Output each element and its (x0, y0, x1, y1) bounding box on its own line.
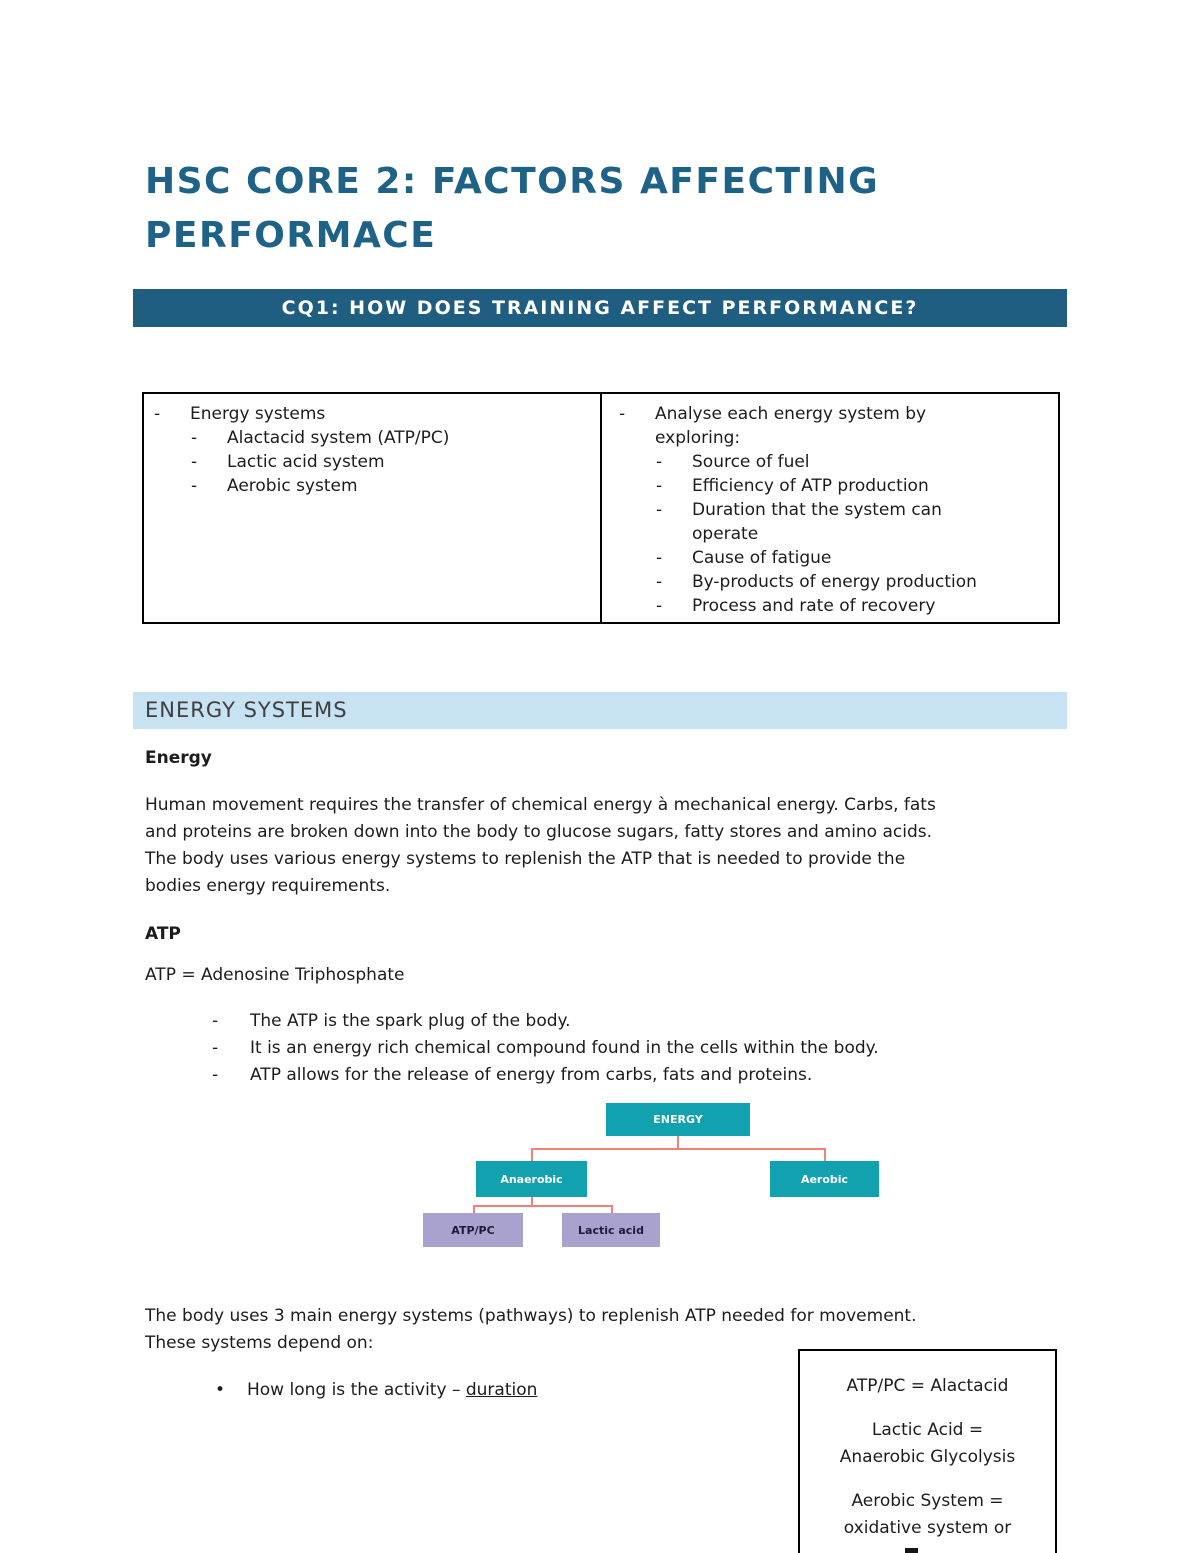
table-cell-left: Energy systems Alactacid system (ATP/PC)… (144, 394, 600, 622)
paragraph-line: These systems depend on: (145, 1333, 374, 1353)
diagram-node-lactic-acid: Lactic acid (562, 1213, 660, 1247)
list-item: Duration that the system can operate (656, 498, 1048, 546)
list-item-label: Duration that the system can operate (692, 500, 942, 544)
list-item: Efficiency of ATP production (656, 474, 1048, 498)
list-item: The ATP is the spark plug of the body. (212, 1008, 879, 1035)
bullet-marker (215, 1377, 247, 1404)
overview-table: Energy systems Alactacid system (ATP/PC)… (142, 392, 1060, 624)
list-item: Lactic acid system (191, 450, 590, 474)
table-cell-right: Analyse each energy system by exploring:… (600, 394, 1058, 622)
atp-definition: ATP = Adenosine Triphosphate (145, 965, 405, 985)
dash-marker (212, 1008, 250, 1035)
paragraph-line: and proteins are broken down into the bo… (145, 822, 933, 842)
atp-bullet-list: The ATP is the spark plug of the body. I… (212, 1008, 879, 1089)
diagram-connector (611, 1205, 613, 1213)
diagram-connector (824, 1148, 826, 1161)
paragraph-line: bodies energy requirements. (145, 876, 391, 896)
definition-line: Aerobic System = (851, 1491, 1004, 1511)
list-item-label: Lactic acid system (227, 452, 385, 472)
diagram-connector (531, 1197, 533, 1205)
list-item-label: Process and rate of recovery (692, 596, 936, 616)
definition-line: oxidative system or (843, 1518, 1012, 1538)
dash-marker (212, 1035, 250, 1062)
list-item-label: It is an energy rich chemical compound f… (250, 1038, 879, 1058)
page-title: HSC CORE 2: FACTORS AFFECTING PERFORMACE (145, 161, 880, 256)
cq1-banner: CQ1: HOW DOES TRAINING AFFECT PERFORMANC… (133, 289, 1067, 327)
definition-line: ATP/PC = Alactacid (846, 1376, 1009, 1396)
paragraph-energy: Human movement requires the transfer of … (145, 792, 1075, 900)
list-item-label: Source of fuel (692, 452, 810, 472)
diagram-node-energy: ENERGY (606, 1103, 750, 1136)
dash-marker (656, 498, 692, 546)
paragraph-line: The body uses various energy systems to … (145, 849, 906, 869)
bullet-label: How long is the activity – duration (247, 1380, 538, 1400)
list-item: Energy systems (154, 402, 590, 426)
heading-atp: ATP (145, 924, 181, 944)
paragraph-line: The body uses 3 main energy systems (pat… (145, 1306, 917, 1326)
definition-line: Anaerobic Glycolysis (839, 1447, 1016, 1467)
dash-marker (656, 450, 692, 474)
diagram-node-aerobic: Aerobic (770, 1161, 879, 1197)
list-item: By-products of energy production (656, 570, 1048, 594)
dash-marker (154, 402, 190, 426)
list-item-label: Aerobic system (227, 476, 358, 496)
list-item: Process and rate of recovery (656, 594, 1048, 618)
paragraph-pathways: The body uses 3 main energy systems (pat… (145, 1303, 1015, 1357)
list-item-label: Cause of fatigue (692, 548, 832, 568)
list-item: ATP allows for the release of energy fro… (212, 1062, 879, 1089)
diagram-connector (677, 1136, 679, 1148)
list-item: Alactacid system (ATP/PC) (191, 426, 590, 450)
list-item-label: Efficiency of ATP production (692, 476, 929, 496)
dash-marker (656, 570, 692, 594)
list-item-label: Analyse each energy system by exploring: (655, 404, 927, 448)
energy-diagram: ENERGY Anaerobic Aerobic ATP/PC Lactic a… (133, 1095, 1067, 1270)
list-item-label: ATP allows for the release of energy fro… (250, 1065, 813, 1085)
diagram-node-atp-pc: ATP/PC (423, 1213, 523, 1247)
list-item: Aerobic system (191, 474, 590, 498)
underlined-term: duration (465, 1380, 538, 1400)
list-item-label: Alactacid system (ATP/PC) (227, 428, 450, 448)
paragraph-line: Human movement requires the transfer of … (145, 795, 936, 815)
list-item-label: By-products of energy production (692, 572, 977, 592)
bullet-duration: How long is the activity – duration (215, 1377, 537, 1404)
heading-energy: Energy (145, 748, 212, 768)
definitions-box: ATP/PC = Alactacid Lactic Acid = Anaerob… (798, 1349, 1057, 1553)
list-item-label: The ATP is the spark plug of the body. (250, 1011, 571, 1031)
dash-marker (212, 1062, 250, 1089)
list-item-label: Energy systems (190, 404, 326, 424)
diagram-connector (531, 1148, 533, 1161)
list-item: It is an energy rich chemical compound f… (212, 1035, 879, 1062)
diagram-node-anaerobic: Anaerobic (476, 1161, 587, 1197)
dash-marker (191, 450, 227, 474)
dash-marker (191, 426, 227, 450)
list-item: Source of fuel (656, 450, 1048, 474)
dash-marker (191, 474, 227, 498)
diagram-connector (531, 1148, 826, 1150)
dash-marker (656, 474, 692, 498)
definition-line: Lactic Acid = (871, 1420, 984, 1440)
dash-marker (656, 594, 692, 618)
list-item: Analyse each energy system by exploring: (619, 402, 1048, 450)
section-header-energy-systems: ENERGY SYSTEMS (133, 692, 1067, 729)
dash-marker (619, 402, 655, 450)
dash-marker (656, 546, 692, 570)
diagram-connector (473, 1205, 613, 1207)
list-item: Cause of fatigue (656, 546, 1048, 570)
diagram-connector (473, 1205, 475, 1213)
clipped-line-fragment (905, 1548, 918, 1553)
